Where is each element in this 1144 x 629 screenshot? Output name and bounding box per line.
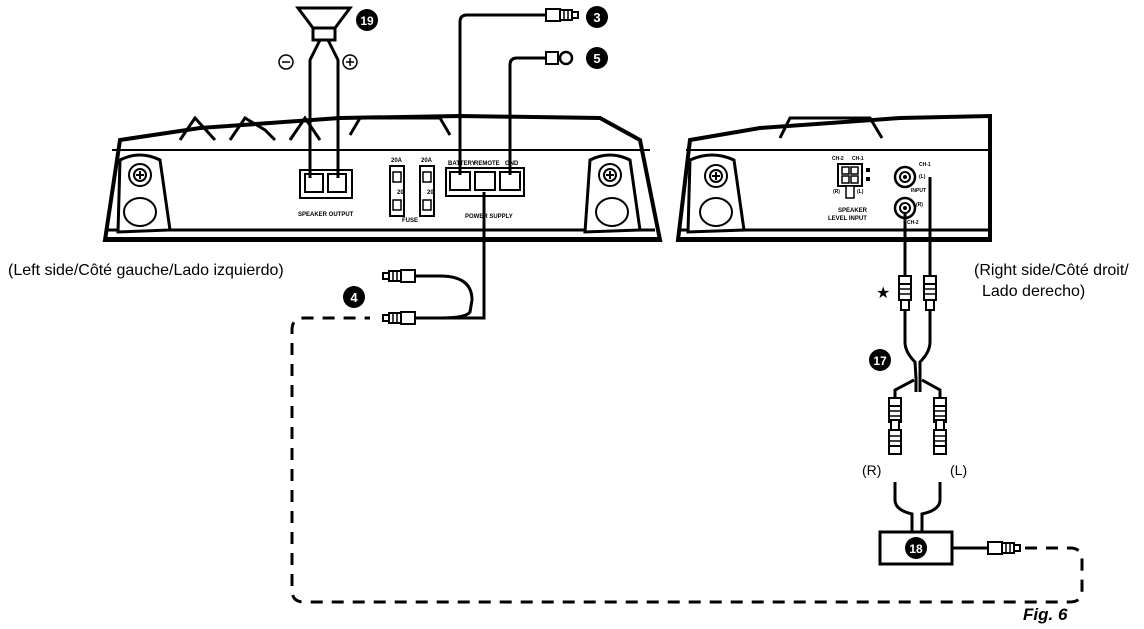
r-small-label: (R)	[833, 189, 840, 195]
mount-screw-icon	[128, 163, 152, 187]
remote-label: REMOTE	[474, 161, 500, 167]
rca-r-label: (R)	[862, 462, 881, 478]
left-amplifier: SPEAKER OUTPUT 20 20 20A 20A FUSE BATTER…	[102, 113, 663, 242]
input-label: INPUT	[911, 188, 926, 194]
ground-wire	[508, 56, 546, 175]
gnd-label: GND	[505, 161, 519, 167]
fuse-label: FUSE	[402, 218, 418, 224]
ch1-top-label: CH-1	[852, 156, 864, 162]
left-side-caption: (Left side/Côté gauche/Lado izquierdo)	[8, 262, 284, 279]
callout-rca-text: 17	[873, 354, 887, 368]
speaker-level-connector	[837, 163, 870, 199]
figure-label: Fig. 6	[1023, 605, 1068, 624]
rca-l-label: (L)	[950, 462, 967, 478]
mount-screw-icon	[598, 163, 622, 187]
rca-jack-ch1	[893, 165, 917, 189]
power-supply-label: POWER SUPPLY	[465, 214, 513, 220]
fuse1-value: 20	[397, 190, 404, 196]
fuse1-rating: 20A	[391, 158, 403, 164]
remote-connector-icon	[382, 311, 416, 325]
ch2-top-label: CH-2	[832, 156, 844, 162]
rca-plug-icon	[888, 419, 902, 455]
speaker-wires	[308, 39, 340, 178]
ch1-l-label: (L)	[919, 174, 926, 180]
rca-plug-icon	[923, 275, 937, 311]
converter-connector-icon	[987, 541, 1021, 555]
speaker-level-label-2: LEVEL INPUT	[828, 216, 867, 222]
right-side-caption-line1: (Right side/Côté droit/	[974, 262, 1129, 279]
mount-screw-icon	[704, 164, 728, 188]
fuse2-value: 20	[427, 190, 434, 196]
callout-converter-text: 18	[909, 542, 923, 556]
callout-rca: 17	[869, 349, 891, 371]
fuse-block: 20 20	[389, 165, 435, 217]
ch1-jack-label: CH-1	[919, 162, 931, 168]
callout-battery: 3	[586, 6, 608, 28]
rca-cable	[893, 177, 942, 532]
battery-wire	[458, 13, 548, 175]
plus-icon	[342, 54, 358, 70]
callout-remote: 4	[343, 286, 365, 308]
battery-connector-icon	[545, 8, 579, 22]
dashed-connection	[290, 316, 1084, 604]
ch2-jack-label: CH-2	[907, 220, 919, 226]
ch2-r-label: (R)	[916, 202, 923, 208]
callout-remote-text: 4	[350, 290, 358, 305]
right-amplifier: CH-2 CH-1 (R) (L) SPEAKER LEVEL INPUT CH…	[675, 113, 992, 242]
y-splitter-wire	[415, 274, 474, 320]
star-icon: ★	[876, 285, 890, 302]
callout-ground: 5	[586, 47, 608, 69]
callout-ground-text: 5	[593, 51, 600, 66]
power-terminal	[445, 167, 525, 197]
speaker-output-label: SPEAKER OUTPUT	[298, 212, 354, 218]
rca-jack-ch2	[893, 196, 917, 220]
speaker-icon	[295, 6, 353, 42]
speaker-output-terminal	[299, 169, 353, 199]
callout-speaker: 19	[356, 9, 378, 31]
minus-icon	[278, 54, 294, 70]
right-side-caption-line2: Lado derecho)	[982, 283, 1086, 300]
rca-plug-icon	[933, 419, 947, 455]
fuse2-rating: 20A	[421, 158, 433, 164]
callout-battery-text: 3	[593, 10, 600, 25]
l-small-label: (L)	[857, 189, 864, 195]
rca-plug-icon	[898, 275, 912, 311]
battery-label: BATTERY	[448, 161, 476, 167]
remote-connector-icon	[382, 269, 416, 283]
ring-terminal-icon	[545, 50, 574, 66]
speaker-level-label-1: SPEAKER	[838, 208, 868, 214]
callout-converter: 18	[905, 537, 927, 559]
callout-speaker-text: 19	[360, 14, 374, 28]
